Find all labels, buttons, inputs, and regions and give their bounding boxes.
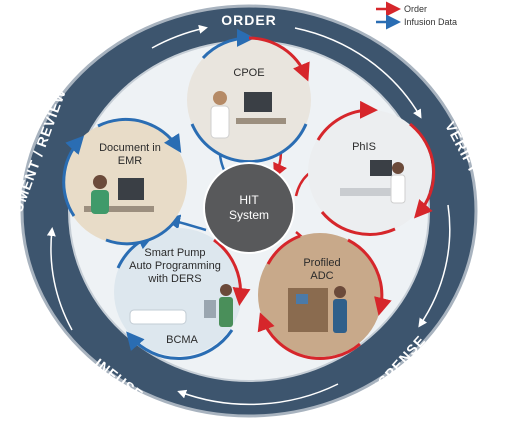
nurse-scrubs-icon	[219, 297, 233, 327]
legend-order-label: Order	[404, 4, 427, 14]
nurse-scrubs-icon	[333, 299, 347, 333]
node-adc: Profiled ADC	[257, 233, 392, 360]
pharmacist-coat-icon	[390, 174, 406, 204]
pharmacy-counter-icon	[340, 188, 400, 196]
node-cpoe: CPOE	[187, 28, 311, 164]
desk-icon	[236, 118, 286, 124]
order-arc	[213, 238, 251, 306]
infusion-pump-icon	[204, 300, 216, 318]
legend: Order Infusion Data	[376, 1, 457, 30]
infusion-arc	[190, 123, 308, 164]
hit-system-circle	[203, 162, 295, 254]
hit-system-label-line2: System	[229, 208, 269, 222]
phis-label: PhIS	[352, 141, 376, 153]
infusion-arc	[201, 28, 255, 60]
infusion-arc	[62, 135, 85, 217]
cabinet-screen-icon	[296, 294, 308, 304]
computer-monitor-icon	[370, 160, 392, 176]
nurse-scrubs-icon	[91, 190, 109, 214]
ring-flow-arrow	[151, 24, 208, 49]
smart-pump-label-line3: with DERS	[147, 273, 201, 285]
nurse-head-icon	[334, 286, 346, 298]
legend-infusion-label: Infusion Data	[404, 17, 457, 27]
adc-label-line2: ADC	[310, 270, 333, 282]
infusion-arc	[97, 117, 182, 154]
order-arc	[409, 122, 436, 219]
patient-bed-icon	[129, 309, 187, 325]
node-smart-pump: Smart Pump Auto Programming with DERS BC…	[114, 228, 251, 360]
node-phis: PhIS	[308, 100, 436, 236]
ring-flow-arrow	[177, 383, 339, 406]
order-arc	[316, 100, 378, 141]
doctor-head-icon	[213, 91, 227, 105]
desk-icon	[84, 206, 154, 212]
doctor-coat-icon	[210, 105, 230, 139]
bcma-label: BCMA	[166, 334, 198, 346]
order-arc	[347, 238, 392, 316]
computer-monitor-icon	[244, 92, 272, 112]
hit-system-label-line1: HIT	[239, 193, 259, 207]
computer-monitor-icon	[118, 178, 144, 200]
infusion-arc	[126, 329, 234, 360]
adc-label-line1: Profiled	[303, 257, 340, 269]
ring-flow-arrow	[46, 227, 73, 331]
node-emr: Document in EMR	[62, 117, 187, 246]
ring-flow-arrow	[294, 27, 422, 119]
nurse-head-icon	[220, 284, 232, 296]
emr-label-line1: Document in	[99, 142, 161, 154]
ring-flow-arrow	[418, 204, 451, 328]
infusion-arc	[105, 219, 178, 246]
smart-pump-label-line1: Smart Pump	[144, 247, 205, 259]
pharmacist-head-icon	[392, 162, 404, 174]
emr-label-line2: EMR	[118, 155, 143, 167]
order-arc	[320, 211, 396, 236]
smart-pump-label-line2: Auto Programming	[129, 260, 221, 272]
order-arc	[266, 234, 301, 265]
cpoe-label: CPOE	[233, 67, 264, 79]
hit-system-hub: HIT System	[203, 162, 295, 254]
order-arc	[257, 312, 361, 360]
ring-label-order: ORDER	[221, 12, 277, 28]
order-arc	[248, 36, 310, 82]
nurse-head-icon	[93, 175, 107, 189]
